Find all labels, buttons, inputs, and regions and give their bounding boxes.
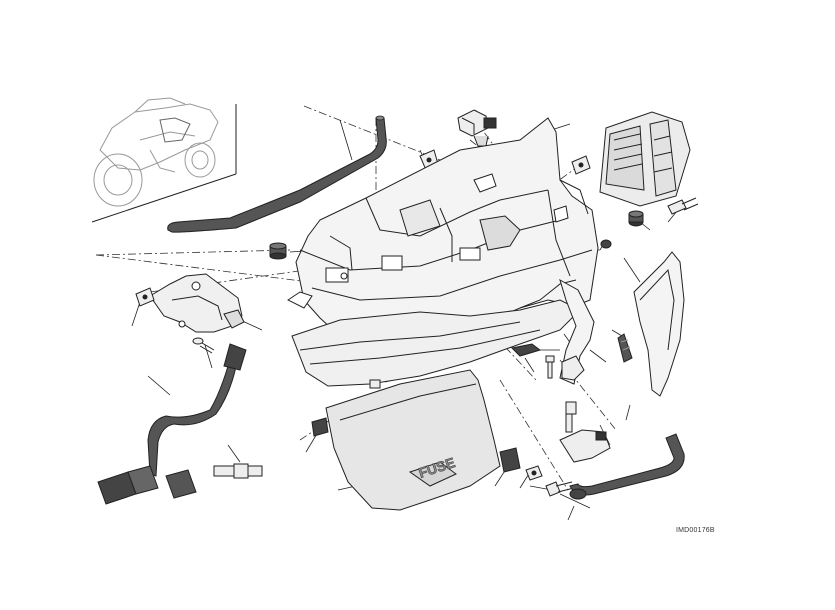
clip-right — [571, 155, 591, 175]
grommet-bottom-left — [311, 417, 329, 437]
upper-hose — [167, 115, 387, 233]
harness-cable — [147, 343, 247, 477]
rubber-strip — [617, 333, 633, 363]
probe-sensor — [213, 463, 263, 479]
lower-hose — [569, 433, 685, 500]
vertical-bolt — [545, 355, 555, 379]
bottom-bolt — [545, 481, 575, 497]
rubber-block — [510, 343, 542, 357]
harness-connector — [97, 465, 197, 505]
side-panel-right — [633, 251, 685, 397]
fuse-cover: FUSE — [325, 369, 501, 511]
clip-left — [135, 287, 155, 307]
lower-duct — [291, 299, 581, 387]
grommet-left — [269, 242, 287, 260]
small-nut-right — [600, 239, 612, 249]
lower-right-sensor — [559, 401, 611, 463]
thumbnail-frame — [91, 104, 237, 223]
control-unit — [599, 111, 691, 207]
bottom-washer — [525, 465, 543, 481]
right-bracket — [559, 278, 595, 385]
bottom-grommet — [499, 447, 521, 473]
centre-nut — [369, 379, 381, 389]
bolt-left — [192, 337, 215, 354]
drawing-code: IMD00176B — [676, 527, 715, 534]
small-bracket — [561, 355, 585, 381]
motorcycle-thumbnail — [93, 97, 219, 207]
ecu-grommet — [628, 210, 644, 227]
ecu-bolt — [667, 197, 699, 215]
sensor-body-left — [149, 273, 245, 333]
top-connector — [457, 109, 497, 147]
